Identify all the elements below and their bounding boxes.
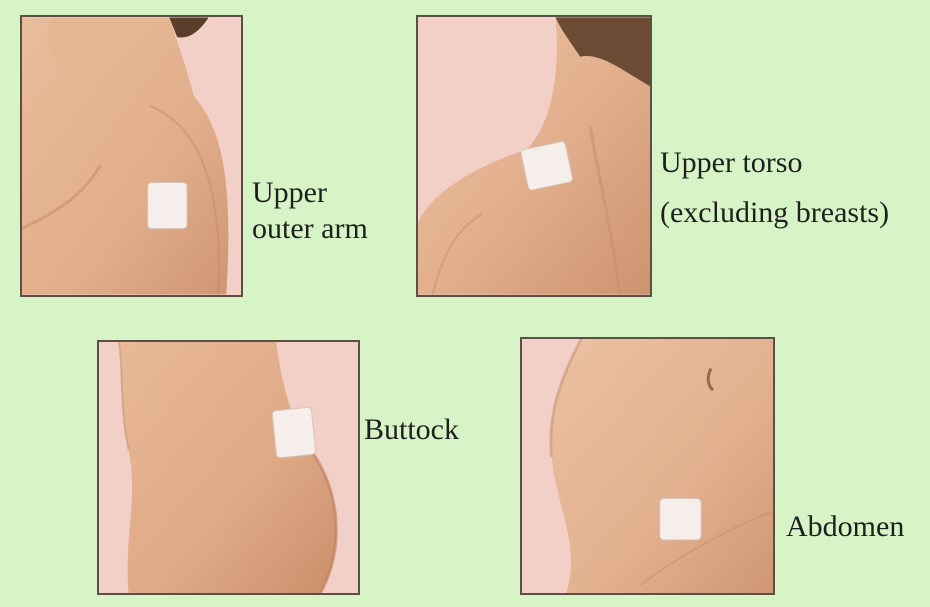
upper-outer-arm-label-line-2: outer arm	[252, 211, 368, 247]
upper-outer-arm-label-line-1: Upper	[252, 175, 368, 211]
upper-torso-label-line-2: (excluding breasts)	[660, 195, 889, 231]
abdomen-label: Abdomen	[786, 509, 904, 545]
upper-outer-arm-label: Upper outer arm	[252, 175, 368, 247]
buttock-illustration	[99, 342, 358, 593]
upper-torso-panel	[416, 15, 652, 297]
upper-torso-illustration	[418, 17, 650, 295]
upper-torso-label: Upper torso (excluding breasts)	[660, 145, 889, 231]
buttock-label: Buttock	[364, 412, 459, 448]
abdomen-illustration	[522, 339, 773, 593]
upper-outer-arm-illustration	[22, 17, 241, 295]
abdomen-panel	[520, 337, 775, 595]
patch-abdomen	[660, 498, 701, 539]
patch-upper-outer-arm	[148, 183, 187, 229]
patch-buttock	[272, 407, 316, 458]
patch-upper-torso	[520, 141, 573, 191]
upper-torso-label-line-1: Upper torso	[660, 145, 889, 181]
upper-outer-arm-panel	[20, 15, 243, 297]
buttock-panel	[97, 340, 360, 595]
